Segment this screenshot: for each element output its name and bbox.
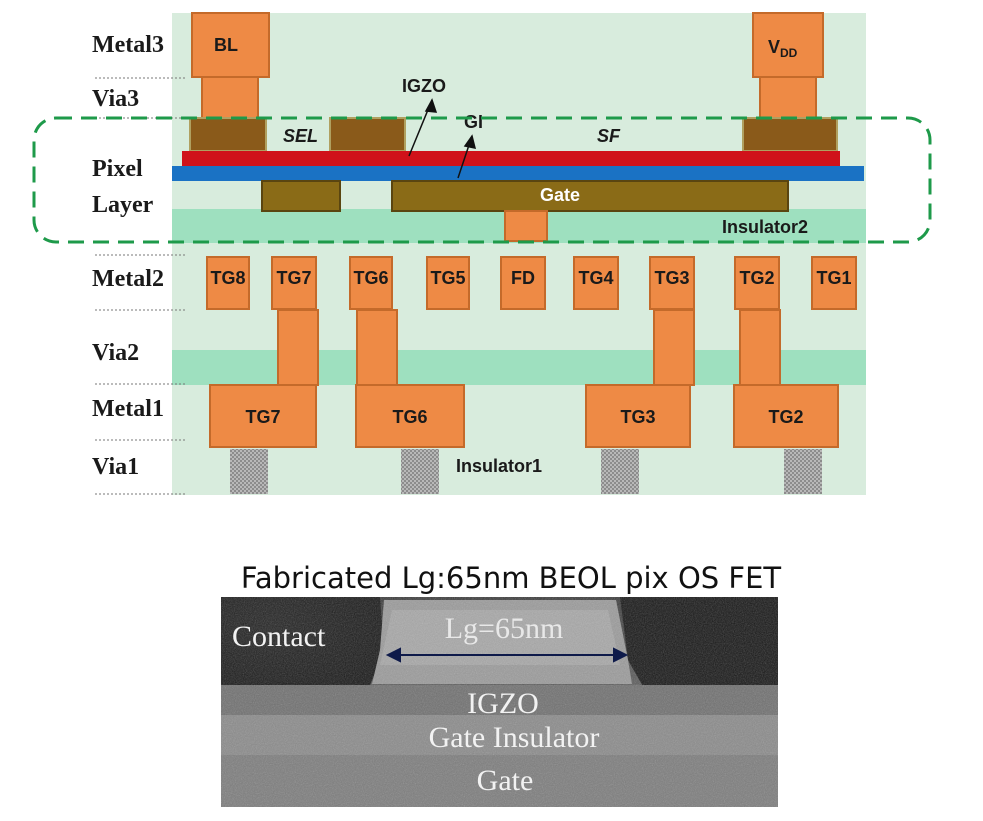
metal2-label: TG8: [210, 268, 245, 288]
tem-caption: Fabricated Lg:65nm BEOL pix OS FET: [241, 561, 782, 595]
gi-arrow: [457, 134, 477, 179]
gi-callout-label: GI: [464, 112, 483, 132]
metal1-label: TG6: [392, 407, 427, 427]
label-pixel: Pixel: [92, 156, 143, 182]
lg-dimension-arrow: [385, 647, 629, 663]
tem-contact-label: Contact: [232, 620, 326, 653]
label-via3: Via3: [92, 86, 139, 112]
metal1-block-tg3: TG3: [585, 384, 691, 448]
tem-gate-insulator-label: Gate Insulator: [429, 721, 600, 754]
insulator1-label: Insulator1: [456, 456, 542, 476]
metal1-label: TG7: [245, 407, 280, 427]
metal1-label: TG3: [620, 407, 655, 427]
label-via2: Via2: [92, 340, 139, 366]
tem-lg-label: Lg=65nm: [445, 612, 564, 645]
sf-label: SF: [597, 126, 621, 146]
igzo-layer: [182, 151, 840, 166]
label-via1: Via1: [92, 454, 139, 480]
pixel-layer-outline: [32, 116, 932, 244]
tem-igzo-label: IGZO: [467, 687, 539, 720]
sel-label: SEL: [283, 126, 318, 146]
insulator2-label: Insulator2: [722, 217, 808, 237]
metal1-label: TG2: [768, 407, 803, 427]
label-metal1: Metal1: [92, 396, 164, 422]
igzo-callout-label: IGZO: [402, 76, 446, 96]
metal2-label: TG6: [353, 268, 388, 288]
gate-label: Gate: [540, 185, 580, 205]
metal2-block-tg5: TG5: [426, 256, 470, 310]
metal2-label: TG1: [816, 268, 851, 288]
metal3-bl: BL: [191, 12, 270, 120]
metal2-block-tg6: TG6: [349, 256, 393, 310]
top-contact-sel: [329, 117, 406, 152]
tem-image: [221, 597, 778, 807]
metal1-block-tg7: TG7: [209, 384, 317, 448]
gate-sel: [261, 180, 341, 212]
gi-layer: [172, 166, 864, 181]
metal2-label: TG2: [739, 268, 774, 288]
metal3-vdd: VDD: [752, 12, 824, 120]
label-layer: Layer: [92, 192, 154, 218]
tem-gate-label: Gate: [477, 764, 534, 797]
metal2-block-tg8: TG8: [206, 256, 250, 310]
label-metal2: Metal2: [92, 266, 164, 292]
bl-label: BL: [214, 35, 238, 55]
metal2-label: FD: [511, 268, 535, 288]
igzo-arrow: [408, 98, 438, 157]
metal2-block-tg7: TG7: [271, 256, 317, 310]
metal1-block-tg2: TG2: [733, 384, 839, 448]
metal2-label: TG3: [654, 268, 689, 288]
gate-sf: [391, 180, 789, 212]
metal2-row: TG8 TG7 TG6 TG5 FD TG4 TG3 TG2 TG1: [206, 256, 857, 310]
via1-contacts: [230, 449, 822, 494]
fd-via: [504, 210, 548, 242]
via2-columns: [277, 309, 781, 386]
metal2-label: TG7: [276, 268, 311, 288]
metal2-label: TG5: [430, 268, 465, 288]
metal2-block-tg4: TG4: [573, 256, 619, 310]
metal2-label: TG4: [578, 268, 613, 288]
vdd-label: VDD: [768, 37, 798, 60]
label-metal3: Metal3: [92, 32, 164, 58]
metal2-block-tg1: TG1: [811, 256, 857, 310]
top-contact-bl: [189, 117, 267, 152]
metal1-block-tg6: TG6: [355, 384, 465, 448]
metal1-row: TG7 TG6 TG3 TG2: [209, 384, 839, 448]
metal2-block-fd: FD: [500, 256, 546, 310]
top-contact-vdd: [742, 117, 838, 152]
metal2-block-tg2: TG2: [734, 256, 780, 310]
metal2-block-tg3: TG3: [649, 256, 695, 310]
